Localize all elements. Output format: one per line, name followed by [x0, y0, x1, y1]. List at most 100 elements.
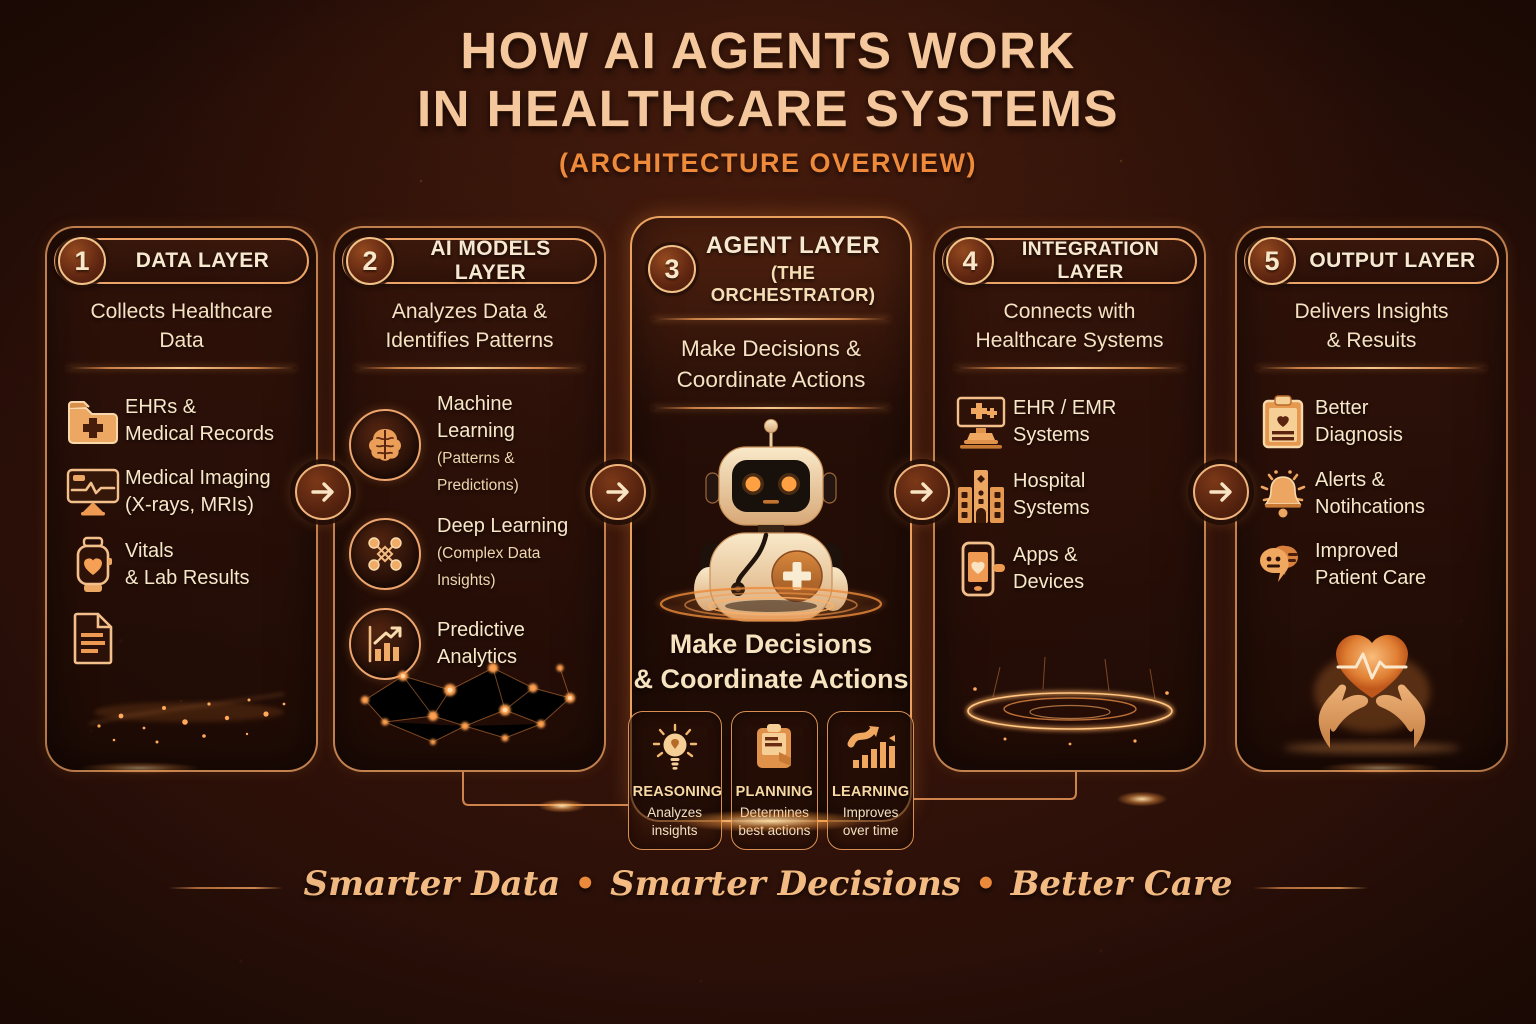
layer-2-title: AI MODELS LAYER — [430, 237, 551, 284]
tagline-part-2: Smarter Decisions — [610, 864, 961, 904]
item-label: Alerts & Notihcations — [1315, 469, 1426, 518]
alert-bell-icon — [1251, 467, 1315, 521]
ehr-terminal-icon — [949, 394, 1013, 450]
list-item-imaging: Medical Imaging (X-rays, MRIs) — [61, 465, 304, 519]
layer-4-title: INTEGRATION LAYER — [1021, 238, 1160, 283]
item-label: Hospital Systems — [1013, 470, 1090, 519]
layer-card-agent: 3 AGENT LAYER (THE ORCHESTRATOR) Make De… — [627, 216, 915, 850]
layer-5-description: Delivers Insights & Resuits — [1294, 300, 1449, 352]
tagline: Smarter Data • Smarter Decisions • Better Ca… — [0, 864, 1536, 904]
list-item-ehr-emr: EHR / EMR Systems — [949, 394, 1192, 450]
layer-card-ai-models: 2 AI MODELS LAYER Analyzes Data & Identi… — [333, 226, 606, 772]
tagline-part-1: Smarter Data — [303, 864, 561, 904]
layer-5-title: OUTPUT LAYER — [1309, 249, 1476, 272]
list-item-hospital: Hospital Systems — [949, 467, 1192, 523]
flow-arrow-icon — [1193, 464, 1249, 520]
capability-learning: LEARNING Improves over time — [827, 711, 915, 850]
vitals-smartwatch-icon — [61, 536, 125, 594]
page-title: HOW AI AGENTS WORK IN HEALTHCARE SYSTEMS… — [0, 22, 1536, 179]
growth-chart-icon — [832, 722, 909, 777]
list-item-predictive-analytics: Predictive Analytics — [349, 608, 592, 680]
title-line-1: HOW AI AGENTS WORK — [460, 22, 1076, 79]
divider — [67, 367, 296, 369]
list-item-document — [61, 611, 304, 665]
list-item-patient-care: Improved Patient Care — [1251, 538, 1494, 592]
item-label: Deep Learning (Complex Data Insights) — [437, 515, 569, 589]
neural-network-icon — [349, 517, 421, 590]
layer-card-data: 1 DATA LAYER Collects Healthcare Data EH… — [45, 226, 318, 772]
flow-arrow-icon — [590, 464, 646, 520]
list-item-alerts: Alerts & Notihcations — [1251, 467, 1494, 521]
item-label: Medical Imaging (X-rays, MRIs) — [125, 467, 271, 516]
page-subtitle: (ARCHITECTURE OVERVIEW) — [558, 148, 977, 178]
list-item-deep-learning: Deep Learning (Complex Data Insights) — [349, 513, 592, 594]
layer-1-header: 1 DATA LAYER — [54, 237, 309, 285]
flow-arrow-icon — [894, 464, 950, 520]
document-icon — [61, 611, 125, 665]
title-line-2: IN HEALTHCARE SYSTEMS — [416, 80, 1120, 137]
list-item-vitals: Vitals & Lab Results — [61, 536, 304, 594]
list-item-apps-devices: Apps & Devices — [949, 540, 1192, 598]
capability-reasoning: REASONING Analyzes insights — [627, 711, 722, 850]
layer-3-number-badge: 3 — [648, 245, 696, 293]
imaging-monitor-icon — [61, 466, 125, 518]
tagline-part-3: Better Care — [1010, 864, 1233, 904]
item-label: Machine Learning (Patterns & Predictions… — [437, 393, 519, 494]
layer-4-header: 4 INTEGRATION LAYER — [942, 237, 1197, 285]
divider — [1257, 367, 1486, 369]
agent-caption: Make Decisions & Coordinate Actions — [633, 629, 909, 694]
layer-card-output: 5 OUTPUT LAYER Delivers Insights & Resui… — [1235, 226, 1508, 772]
divider — [652, 318, 890, 320]
brain-icon — [349, 409, 421, 481]
layer-5-header: 5 OUTPUT LAYER — [1244, 237, 1499, 285]
agent-capabilities: REASONING Analyzes insights — [627, 711, 915, 850]
tagline-rule-right — [1253, 887, 1368, 889]
mobile-phone-icon — [949, 540, 1013, 598]
glow-flare — [1108, 789, 1176, 809]
layer-1-number-badge: 1 — [58, 237, 106, 285]
layer-2-number-badge: 2 — [346, 237, 394, 285]
capability-planning: PLANNING Determines best actions — [730, 711, 818, 850]
layer-3-header: 3 AGENT LAYER (THE ORCHESTRATOR) — [648, 232, 894, 306]
item-label: EHRs & Medical Records — [125, 396, 274, 445]
tagline-separator: • — [974, 864, 997, 904]
layer-3-title-2: (THE ORCHESTRATOR) — [710, 262, 876, 305]
item-label: Predictive Analytics — [437, 619, 525, 668]
item-label: EHR / EMR Systems — [1013, 397, 1117, 446]
item-label: Apps & Devices — [1013, 544, 1085, 593]
hospital-building-icon — [949, 467, 1013, 523]
heart-in-hands-art — [1237, 620, 1506, 758]
layer-3-title: AGENT LAYER — [705, 232, 881, 259]
item-label: Improved Patient Care — [1315, 540, 1427, 589]
tagline-separator: • — [574, 864, 597, 904]
layer-1-title: DATA LAYER — [135, 249, 270, 272]
chat-bubbles-icon — [1251, 542, 1315, 588]
layer-5-number-badge: 5 — [1248, 237, 1296, 285]
layer-2-description: Analyzes Data & Identifies Patterns — [385, 300, 554, 352]
list-item-ehrs: EHRs & Medical Records — [61, 394, 304, 448]
holographic-platform-art — [935, 649, 1204, 754]
layer-4-number-badge: 4 — [946, 237, 994, 285]
layer-3-description: Make Decisions & Coordinate Actions — [676, 336, 866, 392]
item-label: Better Diagnosis — [1315, 397, 1403, 446]
layer-card-integration: 4 INTEGRATION LAYER Connects with Health… — [933, 226, 1206, 772]
medical-folder-icon — [61, 397, 125, 445]
layer-4-description: Connects with Healthcare Systems — [975, 300, 1164, 352]
divider — [955, 367, 1184, 369]
divider — [355, 367, 584, 369]
divider — [652, 407, 890, 409]
analytics-chart-icon — [349, 608, 421, 680]
list-item-better-diagnosis: Better Diagnosis — [1251, 394, 1494, 450]
diagnosis-clipboard-icon — [1251, 394, 1315, 450]
background-sparkles — [0, 0, 2, 2]
sparkle-dust-art — [47, 664, 316, 754]
glow-flare — [530, 797, 594, 815]
clipboard-icon — [736, 722, 813, 777]
list-item-machine-learning: Machine Learning (Patterns & Predictions… — [349, 391, 592, 499]
lightbulb-icon — [633, 722, 717, 777]
item-label: Vitals & Lab Results — [125, 540, 250, 589]
layer-2-header: 2 AI MODELS LAYER — [342, 237, 597, 285]
flow-arrow-icon — [295, 464, 351, 520]
layer-1-description: Collects Healthcare Data — [90, 300, 273, 352]
